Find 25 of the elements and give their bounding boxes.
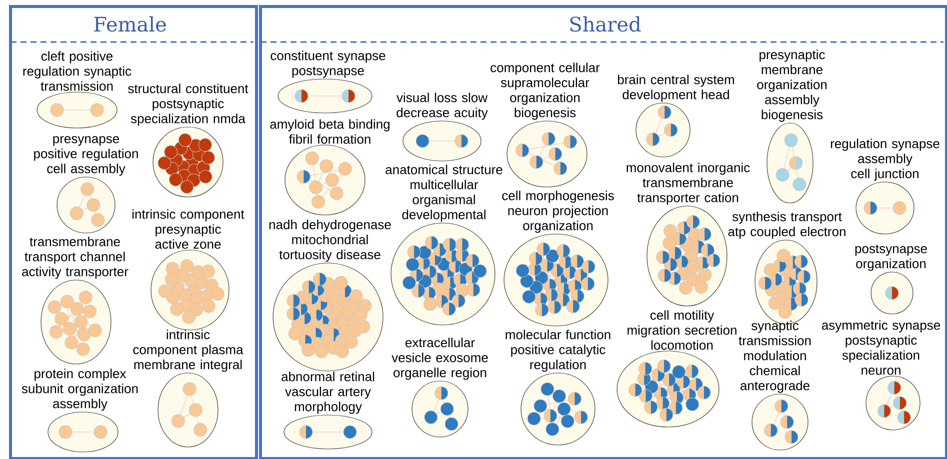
cluster-label: transmembrane transport channel activity transporter bbox=[22, 236, 128, 279]
cluster-label: constituent synapse postsynapse bbox=[270, 50, 386, 78]
panel-title: Female bbox=[94, 16, 166, 32]
cluster-label: monovalent inorganic transmembrane transporter cation bbox=[626, 162, 750, 205]
cluster-label: presynaptic membrane organization assembly biogenesis bbox=[757, 50, 827, 122]
cluster-label: anatomical structure multicellular organismal developmental bbox=[386, 164, 502, 222]
cluster-label: extracellular vesicle exosome organelle region bbox=[392, 338, 488, 380]
cluster-label: asymmetric synapse postsynaptic specialization neuron bbox=[822, 320, 940, 375]
cluster-label: brain central system development head bbox=[618, 74, 734, 102]
cluster-label: postsynapse organization bbox=[855, 244, 927, 271]
cluster-label: synaptic transmission modulation chemical anterograde bbox=[738, 320, 811, 393]
cluster-label: structural constituent postsynaptic specialization nmda bbox=[128, 84, 248, 126]
cluster-label: abnormal retinal vascular artery morphology bbox=[282, 372, 374, 414]
cluster-label: presynapse positive regulation cell assembly bbox=[34, 136, 138, 176]
cluster-label: regulation synapse assembly cell junction bbox=[830, 138, 940, 181]
cluster-label: nadh dehydrogenase mitochondrial tortuosity disease bbox=[269, 220, 391, 262]
cluster-label: cell morphogenesis neuron projection organization bbox=[502, 190, 614, 233]
cluster-label: visual loss slow decrease acuity bbox=[396, 92, 488, 120]
panel-title: Shared bbox=[570, 16, 641, 32]
cluster-label: molecular function positive catalytic regulation bbox=[506, 330, 610, 372]
cluster-label: intrinsic component presynaptic active zone bbox=[132, 209, 244, 249]
cluster-label: amyloid beta binding fibril formation bbox=[270, 119, 390, 144]
cluster-label: cell motility migration secretion locomotion bbox=[628, 310, 736, 350]
cluster-label: synthesis transport atp coupled electron bbox=[728, 212, 846, 239]
cluster-label: component cellular supramolecular organization biogenesis bbox=[490, 62, 600, 120]
